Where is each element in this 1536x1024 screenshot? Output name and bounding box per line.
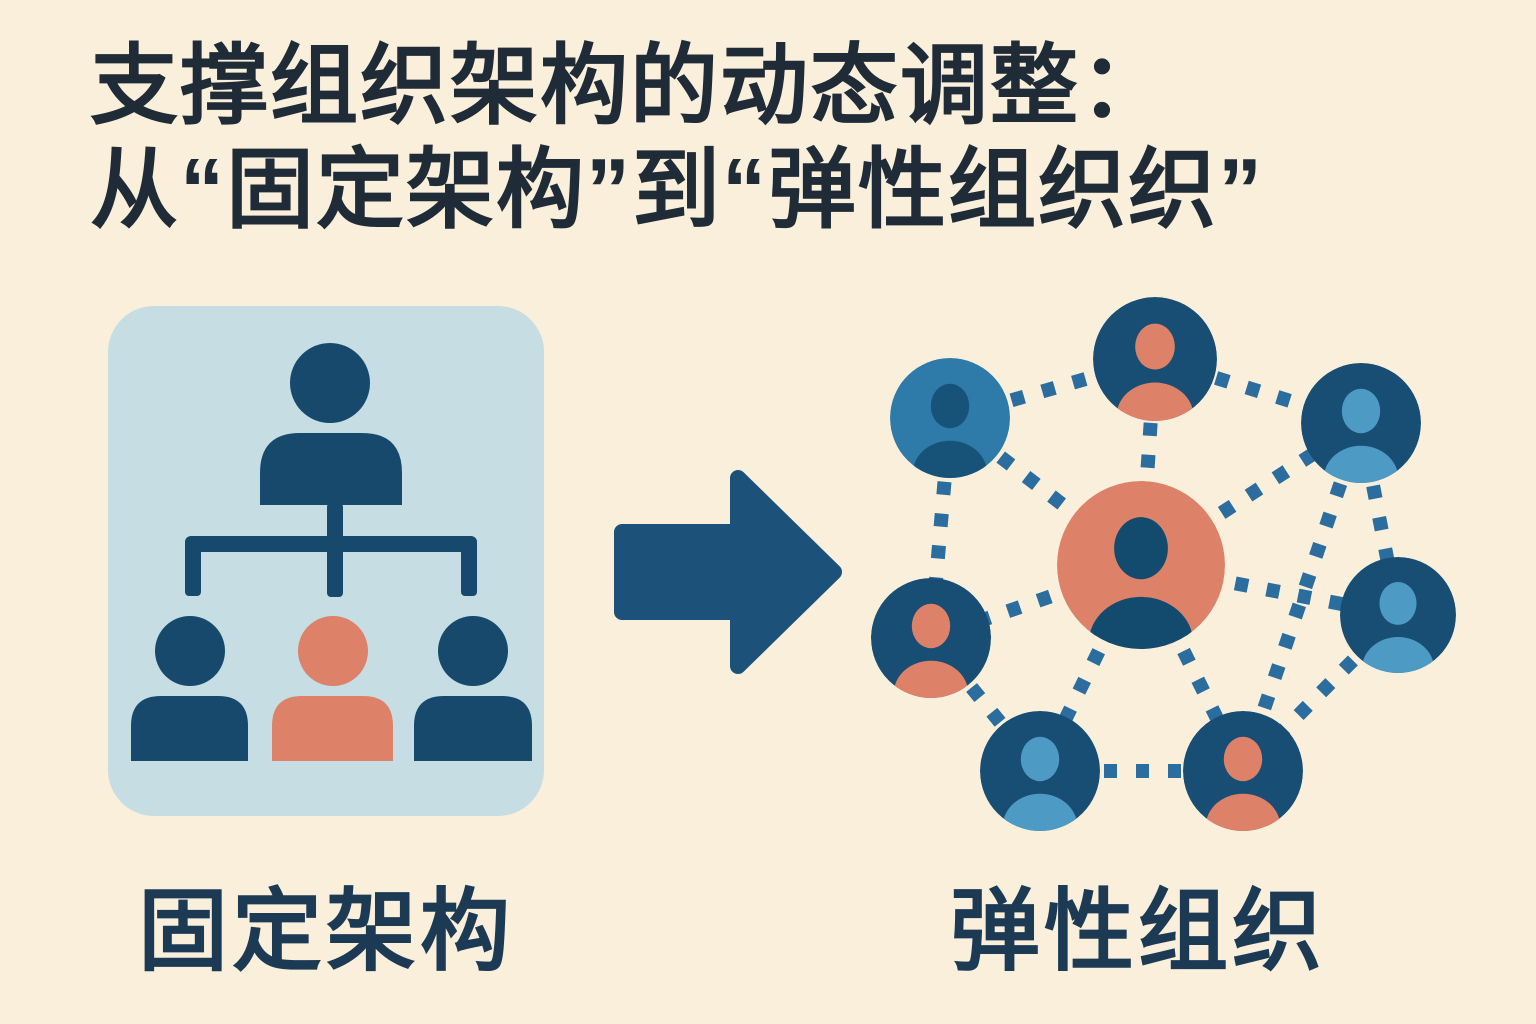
avatar-shoulders [1205,793,1281,831]
page-title-line-2: 从“固定架构”到“弹性组织织” [90,139,1265,239]
network-node-top-center [1093,297,1217,421]
avatar-head [1020,736,1060,782]
avatar-shoulders [893,660,969,698]
avatar-head [1114,517,1168,580]
avatar-shoulders [1323,445,1399,483]
avatar-head [1379,581,1417,625]
page-title-line-1: 支撑组织架构的动态调整： [90,36,1171,135]
avatar-shoulders [1088,596,1194,649]
avatar-head [1341,388,1381,434]
avatar-head [1135,323,1175,370]
avatar-shoulders [912,440,988,478]
network-node-top-left [890,358,1010,478]
network-node-mid-left [871,578,991,698]
page-title: 支撑组织架构的动态调整： 从“固定架构”到“弹性组织织” [90,34,1264,242]
org-chart-hierarchy-icon [131,343,532,761]
fixed-structure-panel [108,306,544,816]
network-node-center [1057,481,1225,649]
right-arrow-icon [612,466,844,678]
label-elastic-organization: 弹性组织 [950,882,1326,982]
network-node-bottom-left [980,711,1100,831]
avatar-shoulders [1116,382,1194,421]
avatar-head [930,383,970,429]
people-network-icon [871,297,1456,831]
network-node-mid-right [1340,557,1456,673]
avatar-shoulders [1002,793,1078,831]
network-node-top-right [1301,363,1421,483]
avatar-head [911,603,951,649]
label-fixed-structure: 固定架构 [138,882,514,982]
network-node-bottom-right [1183,711,1303,831]
avatar-head [1223,736,1263,782]
elastic-network [858,278,1482,842]
avatar-shoulders [1362,637,1434,673]
